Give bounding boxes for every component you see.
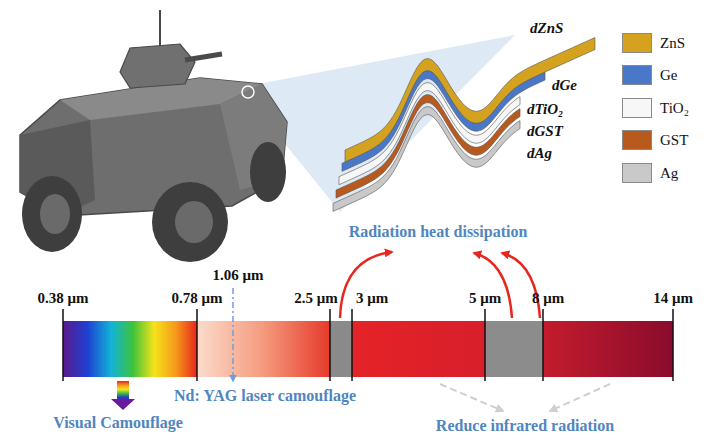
film-layer xyxy=(339,83,520,185)
red-arrow xyxy=(474,253,512,318)
tick-line xyxy=(351,309,353,381)
legend-text: Ag xyxy=(660,163,678,183)
gray-arrow xyxy=(440,384,503,411)
tick-line xyxy=(62,309,64,381)
mid-infrared-band xyxy=(352,321,485,377)
tick-lines xyxy=(63,309,673,381)
legend-swatch xyxy=(622,33,652,53)
vehicle-wheel xyxy=(152,182,228,262)
caption-text: Radiation heat dissipation xyxy=(349,222,528,241)
tick-line xyxy=(672,309,674,381)
caption-text: Reduce infrared radiation xyxy=(436,416,614,435)
wavelength-label: 3 μm xyxy=(356,289,388,307)
far-infrared-band xyxy=(543,321,673,377)
vehicle-wheel xyxy=(250,142,286,202)
legend-text: GST xyxy=(660,130,688,150)
tick-line xyxy=(542,309,544,381)
caption-text: Nd: YAG laser camouflage xyxy=(174,386,356,405)
gray-arrow xyxy=(550,384,610,411)
wavelength-label: 14 μm xyxy=(653,289,693,307)
legend-text: TiO₂ xyxy=(660,98,689,118)
wavelength-label: 5 μm xyxy=(469,289,501,307)
legend-text: Ge xyxy=(660,65,678,85)
armored-vehicle xyxy=(20,10,287,262)
tick-line xyxy=(484,309,486,381)
rainbow-head xyxy=(111,399,135,410)
caption-text: Visual Camouflage xyxy=(53,413,183,432)
thickness-label: dGST xyxy=(527,122,563,140)
red-arrow xyxy=(340,252,392,318)
red-arrow xyxy=(502,253,540,318)
wavelength-label: 0.38 μm xyxy=(38,289,89,307)
near-infrared-band xyxy=(197,321,330,377)
visual-arrow xyxy=(111,381,135,410)
vehicle-hub xyxy=(175,201,213,243)
legend-swatch xyxy=(622,98,652,118)
legend-text: ZnS xyxy=(660,33,685,53)
thickness-label: dZnS xyxy=(530,19,563,37)
tick-line xyxy=(329,309,331,381)
radiative-window-band xyxy=(330,321,352,377)
legend-swatch xyxy=(622,65,652,85)
wavelength-label: 2.5 μm xyxy=(294,289,338,307)
dissipation-arrows xyxy=(340,252,540,318)
wavelength-label: 0.78 μm xyxy=(172,289,223,307)
vehicle-wheel xyxy=(22,176,82,252)
sample-spot xyxy=(242,86,254,98)
multilayer-stack xyxy=(333,38,595,212)
vehicle-hub xyxy=(40,194,70,234)
visible-band xyxy=(63,321,197,377)
laser-line xyxy=(232,288,234,381)
wavelength-label: 8 μm xyxy=(532,289,564,307)
vehicle-turret xyxy=(120,44,195,88)
wavelength-label: 1.06 μm xyxy=(213,266,264,284)
rainbow-shaft xyxy=(117,381,129,400)
vehicle-antenna xyxy=(159,10,161,46)
legend-swatch xyxy=(622,130,652,150)
film-layer xyxy=(345,38,595,162)
tick-line xyxy=(196,309,198,381)
vehicle-gun xyxy=(185,54,222,60)
radiative-window-band xyxy=(485,321,543,377)
thickness-label: dTiO₂ xyxy=(527,100,563,118)
legend-swatch xyxy=(622,163,652,183)
thickness-label: dAg xyxy=(527,144,552,162)
reduce-arrows xyxy=(440,384,610,411)
spectrum-bar xyxy=(63,288,673,381)
thickness-label: dGe xyxy=(552,76,577,94)
